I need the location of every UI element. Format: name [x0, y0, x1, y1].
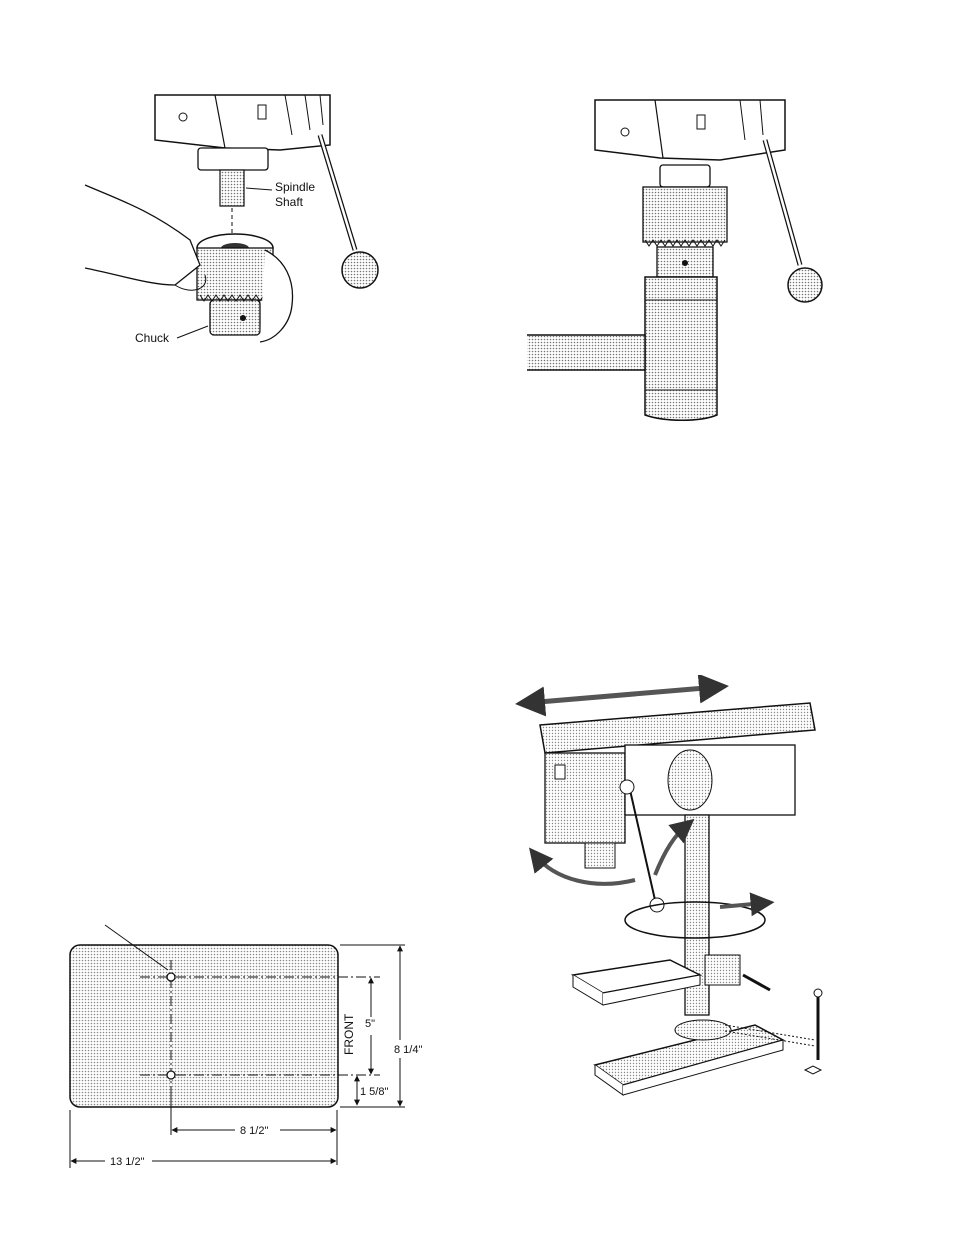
figure-chuck-install: Spindle Shaft Chuck	[80, 90, 390, 360]
mounting-hole-front	[167, 1071, 175, 1079]
dim-overall-width: 13 1/2"	[110, 1156, 145, 1168]
mounting-hole-rear	[167, 973, 175, 981]
dimension-overall-width: 13 1/2"	[70, 1110, 336, 1168]
mallet-illustration	[527, 277, 717, 420]
table-illustration	[573, 955, 770, 1005]
spindle-label-line2: Shaft	[275, 195, 304, 209]
drill-press-head	[540, 703, 815, 868]
chuck-label: Chuck	[135, 331, 170, 345]
dim-hole-spacing-vertical: 5"	[365, 1018, 375, 1030]
front-label: FRONT	[342, 1013, 356, 1055]
spindle-label-line1: Spindle	[275, 180, 315, 194]
dim-overall-depth: 8 1/4"	[394, 1044, 422, 1056]
dim-edge-offset: 1 5/8"	[360, 1086, 388, 1098]
chuck-callout: Chuck	[135, 326, 208, 345]
base-illustration	[595, 1020, 783, 1095]
dimension-hole-spacing-vertical: 5"	[365, 978, 375, 1074]
dim-hole-spacing-horizontal: 8 1/2"	[240, 1125, 268, 1137]
figure-mallet-seating-chuck	[525, 95, 825, 425]
chuck-illustration	[643, 165, 727, 277]
dimension-edge-offset: 1 5/8"	[357, 1076, 388, 1105]
spindle-shaft-callout: Spindle Shaft	[246, 180, 315, 209]
figure-mounting-template: 5" FRONT 8 1/4" 1 5/8" 8 1/2" 13 1/2"	[60, 920, 450, 1175]
belt-cover-arrow	[527, 687, 717, 703]
figure-drill-press	[515, 675, 835, 1105]
spindle-shaft-illustration	[220, 170, 244, 240]
base-outline	[70, 945, 338, 1107]
